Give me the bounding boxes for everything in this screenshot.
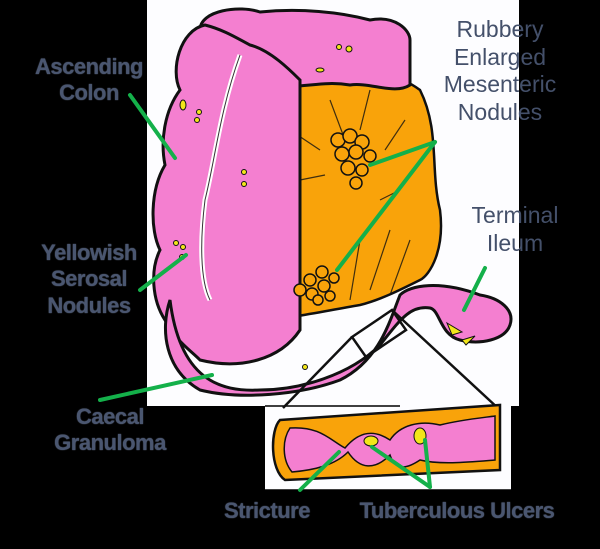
leader-lines [98,93,487,492]
mesenteric-nodules [293,128,377,306]
label-stricture: Stricture [212,498,322,524]
label-line: Ascending [35,54,143,79]
label-line: Caecal [76,404,144,429]
label-line: Mesenteric [443,71,557,98]
label-line: Nodules [47,292,131,318]
ascending-colon-shape [151,23,302,366]
label-line: Enlarged [453,43,547,70]
label-line: Tuberculous Ulcers [359,498,555,523]
label-line: Serosal [51,266,128,292]
label-rubbery-mesenteric-nodules: Rubbery Enlarged Mesenteric Nodules [425,16,575,126]
label-tuberculous-ulcers: Tuberculous Ulcers [342,498,572,524]
label-line: Stricture [224,498,310,523]
label-line: Yellowish [41,240,137,265]
label-caecal-granuloma: Caecal Granuloma [40,404,180,457]
label-yellowish-serosal-nodules: Yellowish Serosal Nodules [30,240,148,319]
label-ascending-colon: Ascending Colon [30,54,148,107]
label-line: Ileum [486,229,544,256]
label-line: Terminal [471,202,559,228]
magnification-callout [282,308,501,411]
label-line: Colon [59,80,119,106]
label-line: Rubbery [456,16,544,42]
label-terminal-ileum: Terminal Ileum [455,202,575,257]
label-line: Granuloma [54,430,166,456]
label-line: Nodules [457,98,543,125]
